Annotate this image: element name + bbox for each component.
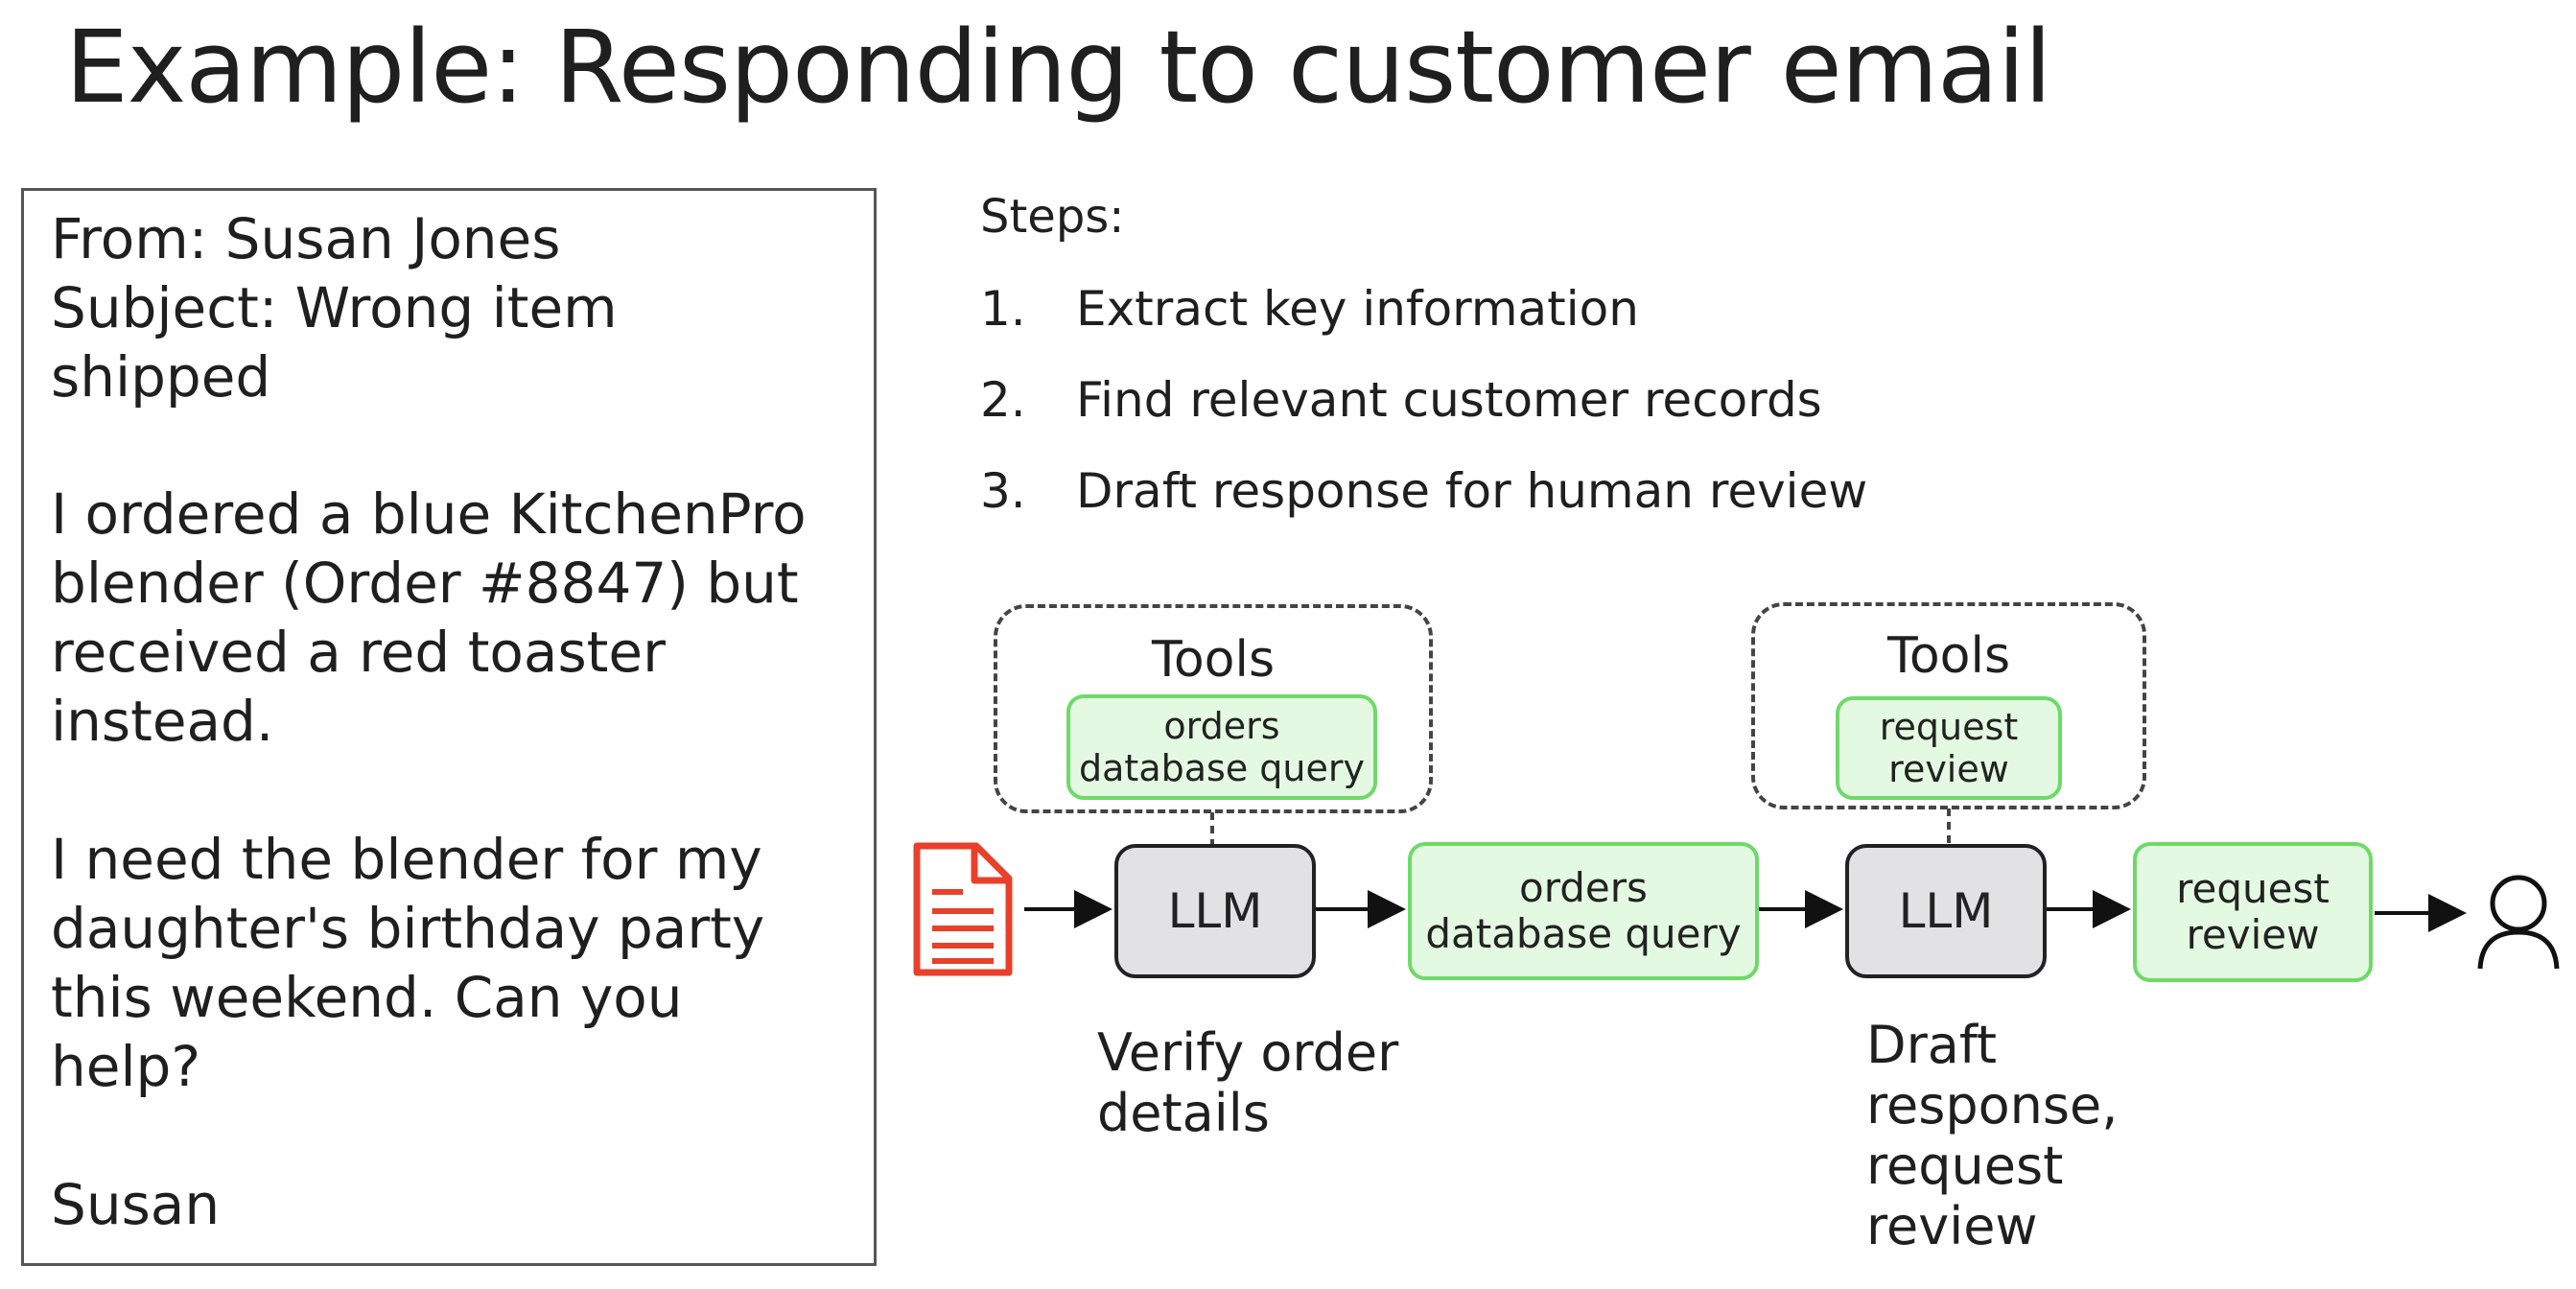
person-icon (2477, 875, 2560, 970)
email-subject: Subject: Wrong item (51, 275, 618, 340)
email-body-line: blender (Order #8847) but (51, 551, 799, 616)
action-orders-database-query: orders database query (1408, 842, 1759, 980)
customer-email: From: Susan Jones Subject: Wrong item sh… (21, 188, 877, 1266)
action-request-review: request review (2133, 842, 2373, 982)
email-body-line: received a red toaster (51, 620, 666, 685)
email-body-line: instead. (51, 689, 274, 754)
email-body-line: I need the blender for my (51, 827, 762, 892)
tools-label: Tools (1151, 631, 1276, 689)
email-signature: Susan (51, 1172, 221, 1237)
email-body-line: daughter's birthday party (51, 896, 765, 961)
tool-label-line: review (1888, 748, 2009, 790)
step-item: 1. Extract key information (980, 278, 1639, 340)
step-text: Extract key information (1076, 281, 1639, 337)
document-icon (913, 842, 1013, 976)
tool-label-line: orders (1163, 705, 1280, 747)
step-number: 1. (980, 281, 1026, 337)
caption-line: Verify order (1097, 1022, 1399, 1083)
action-label-line: database query (1425, 910, 1742, 957)
caption-line: review (1866, 1196, 2038, 1256)
caption-line: response, (1866, 1075, 2119, 1136)
action-label-line: review (2186, 911, 2320, 958)
email-body-line: this weekend. Can you (51, 965, 683, 1030)
caption-line: details (1097, 1083, 1270, 1143)
tool-label-line: database query (1079, 747, 1365, 789)
tools-label: Tools (1886, 627, 2011, 685)
caption-line: Draft (1866, 1015, 1998, 1075)
email-body-line: help? (51, 1034, 201, 1099)
step-item: 3. Draft response for human review (980, 460, 1867, 522)
step-text: Draft response for human review (1076, 463, 1868, 519)
tool-label-line: request (1879, 706, 2019, 748)
step-item: 2. Find relevant customer records (980, 369, 1822, 431)
action-label-line: request (2176, 865, 2330, 912)
steps-heading: Steps: (980, 190, 1125, 244)
tool-request-review: request review (1836, 696, 2062, 800)
email-subject-cont: shipped (51, 344, 271, 410)
caption-draft: Draft response, request review (1866, 1015, 2118, 1256)
llm-node-verify: LLM (1114, 844, 1316, 978)
caption-verify: Verify order details (1097, 1022, 1398, 1143)
tools-group-draft: Tools request review (1751, 602, 2146, 809)
action-label-line: orders (1519, 864, 1648, 911)
page-title: Example: Responding to customer email (65, 9, 2052, 126)
caption-line: request (1866, 1136, 2064, 1196)
step-number: 2. (980, 372, 1026, 428)
step-number: 3. (980, 463, 1026, 519)
step-text: Find relevant customer records (1076, 372, 1822, 428)
email-body-line: I ordered a blue KitchenPro (51, 481, 807, 547)
tool-orders-database-query: orders database query (1066, 694, 1377, 800)
email-from: From: Susan Jones (51, 206, 561, 271)
tools-group-verify: Tools orders database query (994, 604, 1433, 813)
llm-node-draft: LLM (1845, 844, 2047, 978)
